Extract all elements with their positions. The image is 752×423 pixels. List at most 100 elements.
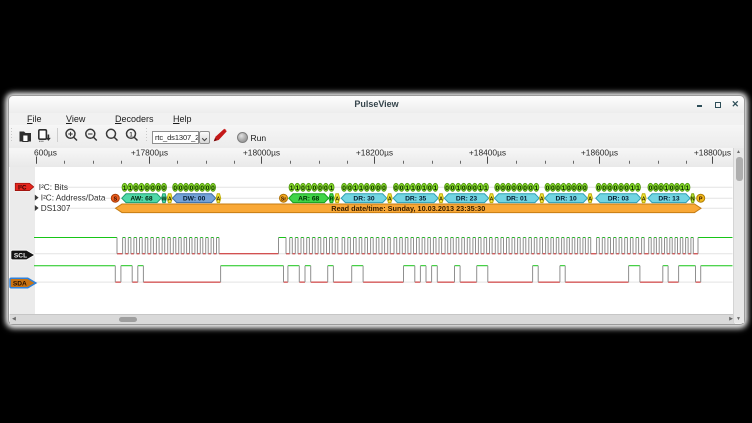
- svg-text:0: 0: [371, 185, 375, 192]
- svg-text:1: 1: [129, 133, 133, 139]
- svg-text:1: 1: [307, 185, 311, 192]
- svg-text:0: 0: [382, 185, 386, 192]
- svg-text:1: 1: [456, 185, 460, 192]
- svg-text:A: A: [439, 197, 443, 203]
- svg-text:I²C: Address/Data: I²C: Address/Data: [41, 194, 106, 203]
- svg-text:0: 0: [495, 185, 499, 192]
- svg-text:1: 1: [479, 185, 483, 192]
- svg-text:DR: 30: DR: 30: [353, 196, 374, 203]
- svg-text:DR: 03: DR: 03: [608, 196, 629, 203]
- svg-text:0: 0: [134, 185, 138, 192]
- svg-text:0: 0: [195, 185, 199, 192]
- svg-text:1: 1: [534, 185, 538, 192]
- svg-text:0: 0: [394, 185, 398, 192]
- svg-text:1: 1: [354, 185, 358, 192]
- svg-text:0: 0: [376, 185, 380, 192]
- svg-text:1: 1: [295, 185, 299, 192]
- svg-text:0: 0: [400, 185, 404, 192]
- svg-text:A: A: [168, 197, 172, 203]
- svg-text:0: 0: [567, 185, 571, 192]
- svg-text:0: 0: [507, 185, 511, 192]
- svg-text:0: 0: [206, 185, 210, 192]
- svg-text:0: 0: [551, 185, 555, 192]
- svg-text:0: 0: [523, 185, 527, 192]
- svg-text:0: 0: [546, 185, 550, 192]
- svg-text:1: 1: [433, 185, 437, 192]
- svg-text:1: 1: [330, 185, 334, 192]
- svg-text:1: 1: [484, 185, 488, 192]
- svg-text:0: 0: [173, 185, 177, 192]
- svg-text:0: 0: [608, 185, 612, 192]
- svg-text:0: 0: [649, 185, 653, 192]
- svg-text:0: 0: [190, 185, 194, 192]
- svg-text:0: 0: [583, 185, 587, 192]
- svg-text:1: 1: [128, 185, 132, 192]
- svg-text:0: 0: [451, 185, 455, 192]
- svg-text:0: 0: [313, 185, 317, 192]
- svg-text:DW: 00: DW: 00: [183, 196, 206, 203]
- svg-text:0: 0: [597, 185, 601, 192]
- svg-text:0: 0: [145, 185, 149, 192]
- svg-text:0: 0: [445, 185, 449, 192]
- svg-text:0: 0: [200, 185, 204, 192]
- svg-text:1: 1: [636, 185, 640, 192]
- svg-text:I²C: I²C: [18, 184, 27, 191]
- svg-text:SDA: SDA: [13, 281, 27, 288]
- svg-text:0: 0: [614, 185, 618, 192]
- svg-text:+18200µs: +18200µs: [356, 147, 393, 157]
- svg-text:0: 0: [512, 185, 516, 192]
- svg-text:A: A: [388, 197, 392, 203]
- svg-text:600µs: 600µs: [34, 147, 57, 157]
- svg-text:1: 1: [630, 185, 634, 192]
- svg-text:+18600µs: +18600µs: [581, 147, 618, 157]
- svg-text:P: P: [699, 197, 703, 203]
- svg-text:+18000µs: +18000µs: [243, 147, 280, 157]
- svg-text:A: A: [217, 197, 221, 203]
- svg-text:1: 1: [359, 185, 363, 192]
- svg-text:A: A: [335, 197, 339, 203]
- svg-text:0: 0: [342, 185, 346, 192]
- svg-text:1: 1: [411, 185, 415, 192]
- svg-text:DS1307: DS1307: [41, 204, 71, 213]
- svg-text:0: 0: [654, 185, 658, 192]
- svg-text:AR: 68: AR: 68: [298, 196, 319, 203]
- svg-text:0: 0: [157, 185, 161, 192]
- svg-text:0: 0: [462, 185, 466, 192]
- svg-text:DR: 13: DR: 13: [658, 196, 679, 203]
- svg-text:S: S: [113, 197, 117, 203]
- svg-text:0: 0: [365, 185, 369, 192]
- svg-text:R: R: [330, 197, 334, 203]
- svg-text:0: 0: [602, 185, 606, 192]
- svg-text:DR: 10: DR: 10: [556, 196, 577, 203]
- svg-text:Sr: Sr: [281, 197, 286, 203]
- svg-text:0: 0: [428, 185, 432, 192]
- svg-text:0: 0: [473, 185, 477, 192]
- svg-text:0: 0: [324, 185, 328, 192]
- svg-text:A: A: [490, 197, 494, 203]
- svg-text:0: 0: [578, 185, 582, 192]
- svg-text:+17800µs: +17800µs: [131, 147, 168, 157]
- svg-text:0: 0: [162, 185, 166, 192]
- svg-text:0: 0: [184, 185, 188, 192]
- svg-text:DR: 01: DR: 01: [506, 196, 527, 203]
- svg-text:1: 1: [405, 185, 409, 192]
- svg-text:0: 0: [670, 185, 674, 192]
- svg-text:0: 0: [348, 185, 352, 192]
- svg-text:0: 0: [529, 185, 533, 192]
- svg-text:0: 0: [556, 185, 560, 192]
- svg-text:+18800µs: +18800µs: [694, 147, 731, 157]
- svg-text:1: 1: [140, 185, 144, 192]
- svg-text:A: A: [642, 197, 646, 203]
- svg-text:A: A: [540, 197, 544, 203]
- svg-text:1: 1: [123, 185, 127, 192]
- svg-text:0: 0: [619, 185, 623, 192]
- svg-text:1: 1: [680, 185, 684, 192]
- svg-text:0: 0: [467, 185, 471, 192]
- svg-text:0: 0: [659, 185, 663, 192]
- svg-text:0: 0: [625, 185, 629, 192]
- svg-text:0: 0: [211, 185, 215, 192]
- svg-text:DR: 35: DR: 35: [405, 196, 426, 203]
- svg-text:0: 0: [675, 185, 679, 192]
- svg-text:N: N: [691, 197, 695, 203]
- svg-text:W: W: [162, 197, 167, 203]
